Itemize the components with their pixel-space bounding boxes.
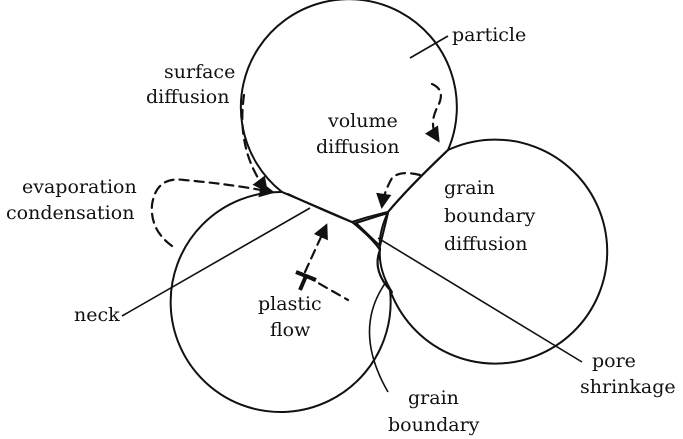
label-gb-diffusion-3: diffusion	[444, 233, 527, 255]
label-volume-diffusion-2: diffusion	[316, 136, 399, 158]
neck-leader	[121, 207, 311, 317]
dislocation-symbol	[295, 270, 317, 291]
pore	[355, 212, 389, 247]
label-surface-diffusion-1: surface	[164, 61, 235, 83]
label-gb-diffusion-1: grain	[444, 177, 495, 199]
grain-boundary-top-right	[387, 151, 447, 213]
label-boundary: boundary	[388, 414, 480, 436]
label-shrinkage: shrinkage	[580, 376, 676, 398]
label-condensation: condensation	[6, 202, 134, 224]
evaporation-condensation-arrow	[150, 178, 276, 248]
surface-diffusion-arrow	[241, 93, 268, 193]
grain-boundary-leader	[368, 281, 389, 393]
label-gb-diffusion-2: boundary	[444, 205, 536, 227]
label-grain: grain	[408, 387, 459, 409]
label-flow: flow	[270, 319, 311, 341]
label-surface-diffusion-2: diffusion	[146, 86, 229, 108]
label-plastic: plastic	[258, 293, 322, 315]
grain-boundary-left-right	[378, 247, 393, 293]
particle-leader	[409, 35, 449, 59]
label-particle: particle	[452, 24, 526, 46]
right-particle-outline	[376, 138, 609, 365]
pore-shrinkage-leader	[377, 237, 583, 363]
top-particle-outline	[239, 0, 458, 223]
plastic-flow-arrow-up	[303, 223, 328, 274]
grain-boundary-top-left	[287, 193, 355, 224]
left-particle-outline	[169, 190, 392, 413]
grain-boundary-diffusion-arrow	[376, 171, 422, 210]
label-pore: pore	[592, 350, 636, 372]
label-neck: neck	[74, 304, 120, 326]
volume-diffusion-arrow	[424, 82, 443, 143]
label-evaporation: evaporation	[22, 176, 137, 198]
label-volume-diffusion-1: volume	[327, 110, 398, 132]
